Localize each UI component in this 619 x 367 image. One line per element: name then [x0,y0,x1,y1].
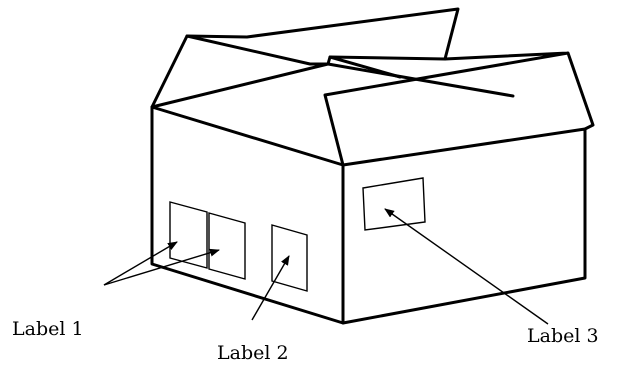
label-1-text: Label 1 [12,318,84,340]
label-rectangles [169,177,426,292]
label-1-rect-b [208,212,246,280]
label-3-arrow [384,208,549,325]
label-1-arrow-a [103,241,178,286]
label-2-arrow [251,255,290,321]
right-flap [323,51,595,167]
box-flaps [150,7,595,167]
label-3-rect [362,177,426,231]
label-1-arrow-b [103,248,220,286]
box-side-face [341,127,587,325]
back-flap [185,7,460,66]
box-front-face [150,105,345,325]
label-arrows [103,208,549,325]
box-body [150,62,587,325]
label-2-text: Label 2 [217,342,289,364]
label-2-rect [271,224,308,292]
left-flap [150,34,330,109]
inner-flap [328,55,402,79]
label-1-rect-a [169,201,208,269]
label-3-text: Label 3 [527,325,599,347]
